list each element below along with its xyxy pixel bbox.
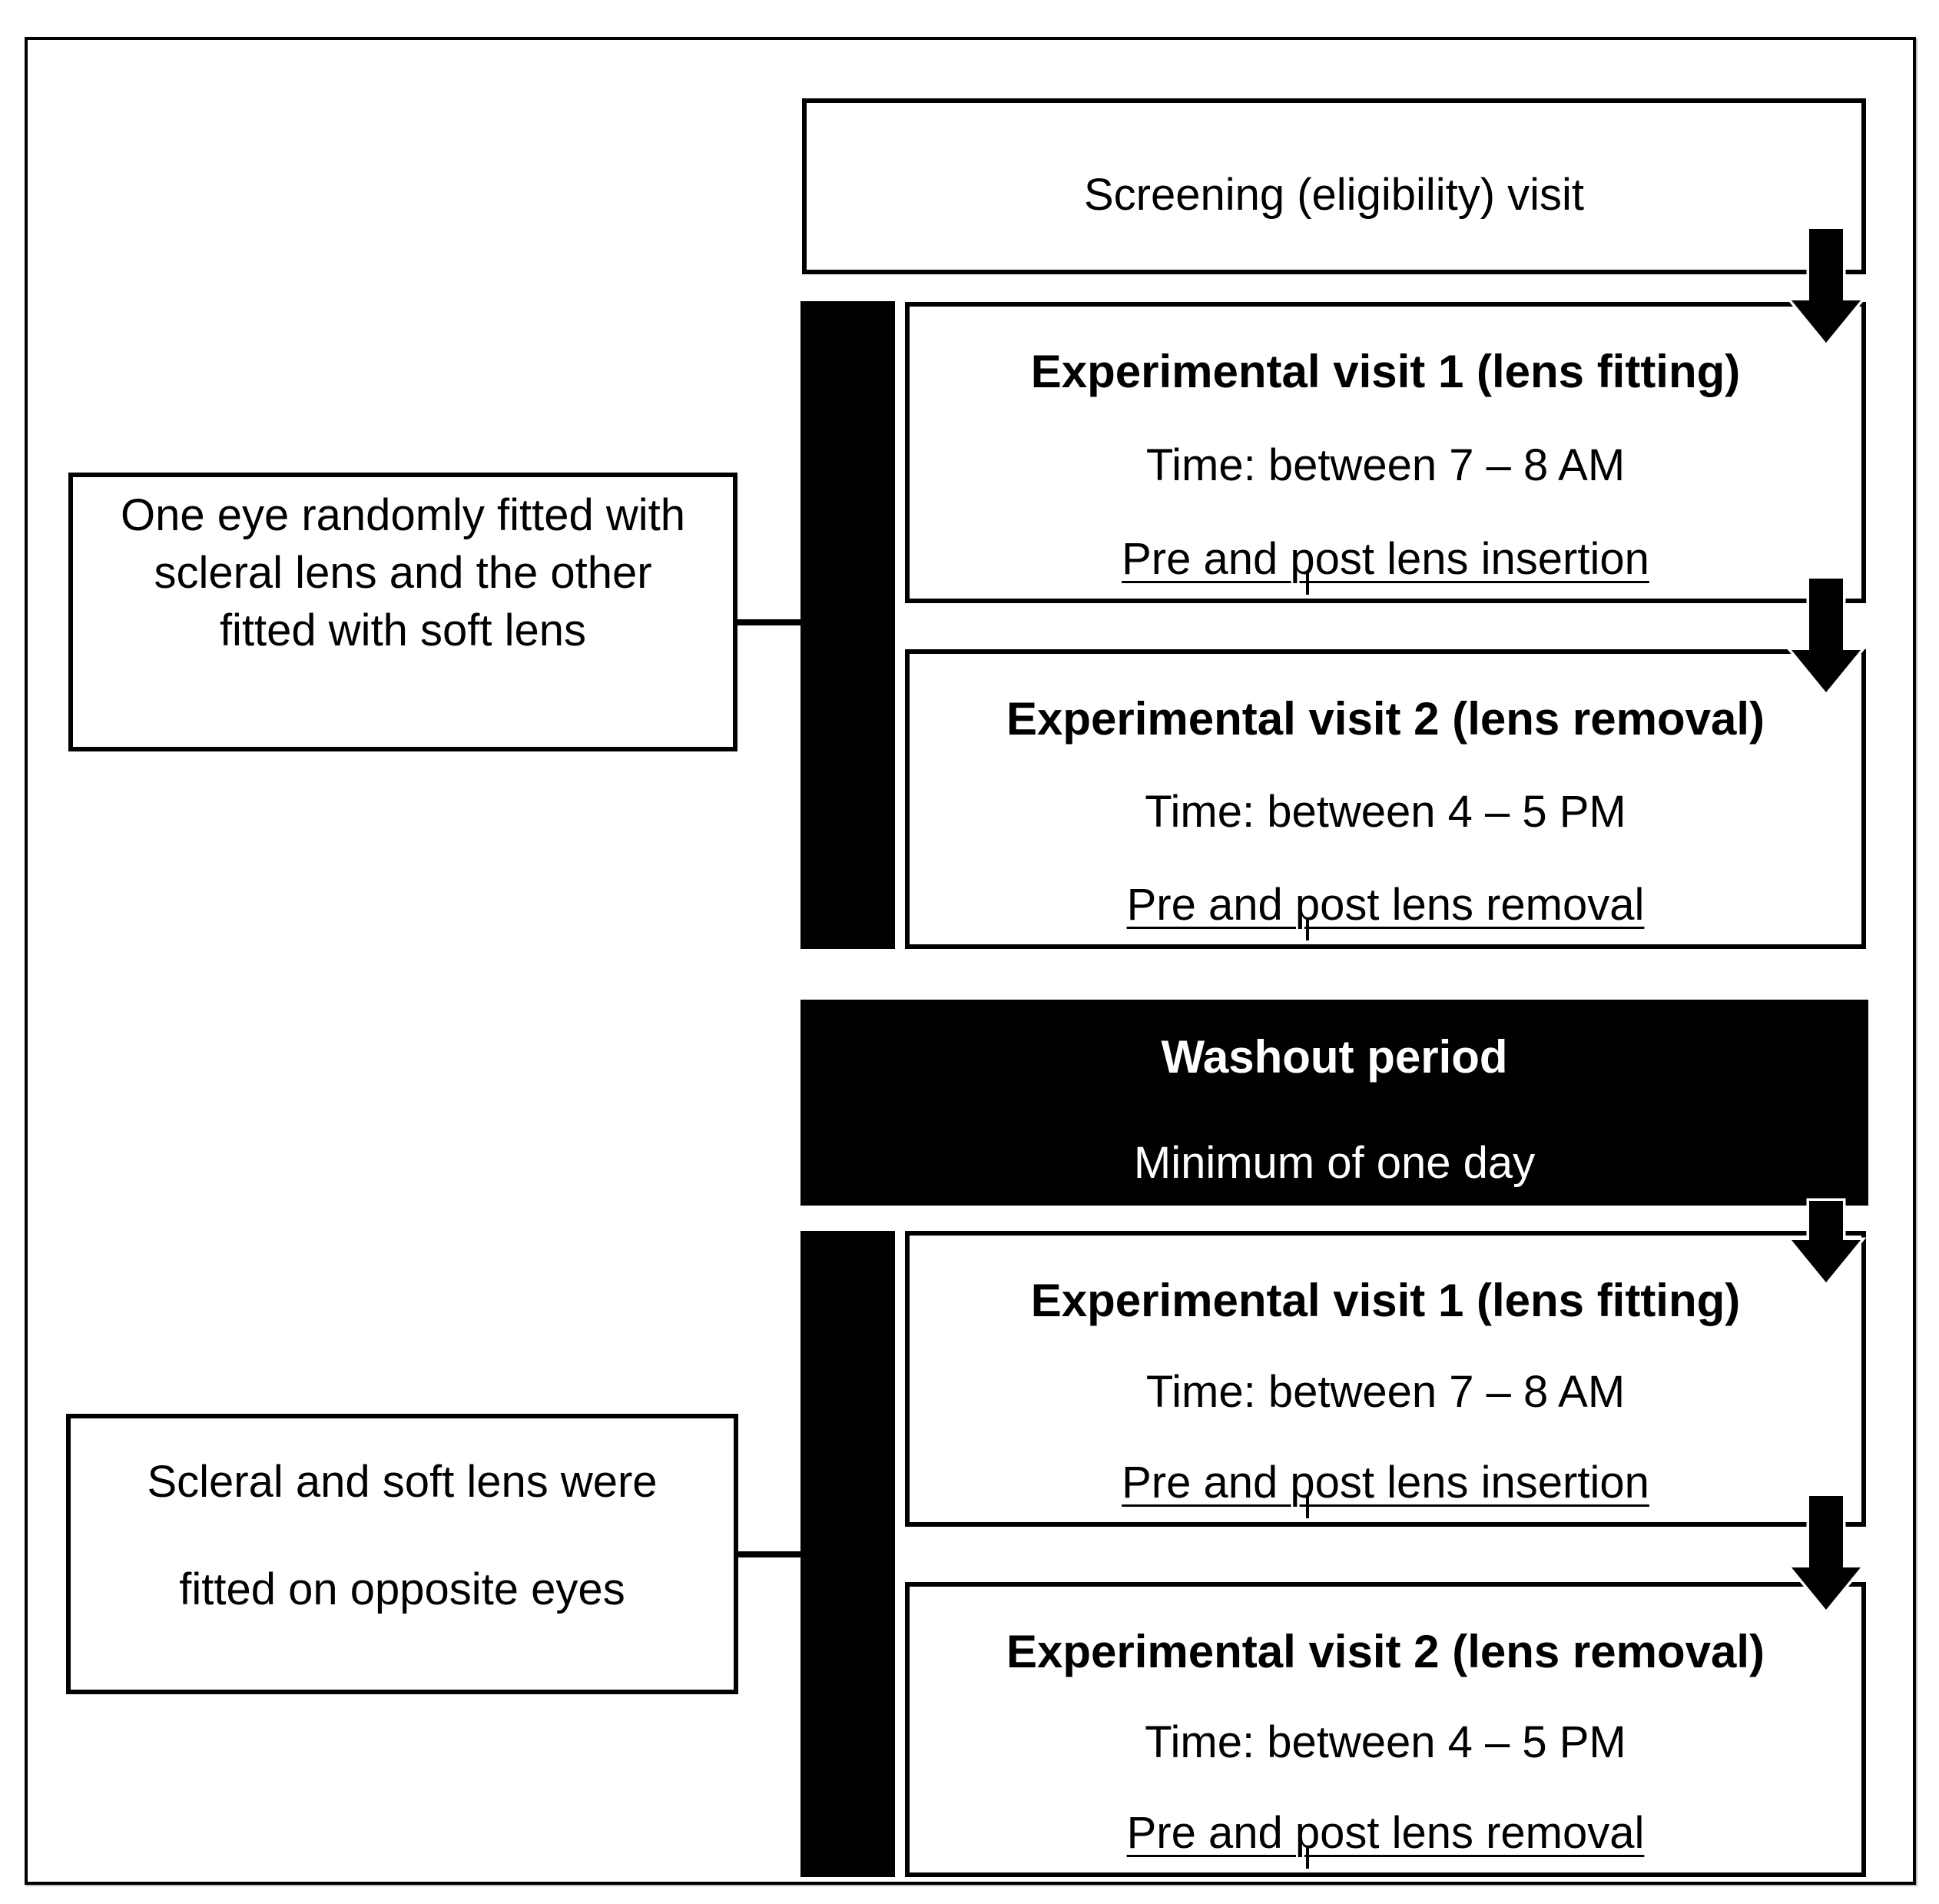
phase1-visit2-detail: Pre and post lens removal (1126, 880, 1645, 930)
phase2-visit1-box: Experimental visit 1 (lens fitting) Time… (905, 1231, 1866, 1527)
side-note-blank-line (71, 1509, 734, 1563)
phase2-visit2-title: Experimental visit 2 (lens removal) (1006, 1626, 1765, 1677)
phase1-visit2-time: Time: between 4 – 5 PM (1145, 787, 1626, 837)
phase2-side-note-box: Scleral and soft lens were fitted on opp… (66, 1414, 738, 1694)
caret-mark (1306, 572, 1309, 595)
phase1-visit2-box: Experimental visit 2 (lens removal) Time… (905, 649, 1866, 949)
phase2-visit1-detail: Pre and post lens insertion (1122, 1458, 1649, 1508)
phase1-visit1-box: Experimental visit 1 (lens fitting) Time… (905, 302, 1866, 603)
washout-title: Washout period (1161, 1031, 1508, 1083)
phase1-visit2-title: Experimental visit 2 (lens removal) (1006, 693, 1765, 745)
arrow-down-icon (1785, 576, 1867, 697)
phase1-visit1-title: Experimental visit 1 (lens fitting) (1030, 346, 1741, 397)
phase2-side-note-line: Scleral and soft lens were (147, 1457, 658, 1507)
phase2-visit1-time: Time: between 7 – 8 AM (1145, 1366, 1626, 1417)
screening-visit-box: Screening (eligibility) visit (802, 98, 1866, 274)
phase1-side-note-line: fitted with soft lens (219, 605, 587, 655)
washout-period-banner: Washout period Minimum of one day (800, 1000, 1868, 1206)
phase1-side-note-line: One eye randomly fitted with (120, 490, 686, 540)
phase1-grouping-bar (800, 301, 895, 949)
phase2-side-note-line: fitted on opposite eyes (179, 1564, 625, 1614)
phase2-connector-line (734, 1551, 804, 1557)
phase2-grouping-bar (800, 1231, 895, 1877)
phase1-visit1-detail: Pre and post lens insertion (1122, 534, 1649, 584)
arrow-down-icon (1785, 1493, 1867, 1614)
phase2-visit1-title: Experimental visit 1 (lens fitting) (1030, 1275, 1741, 1326)
phase2-visit2-box: Experimental visit 2 (lens removal) Time… (905, 1582, 1866, 1877)
caret-mark (1306, 1495, 1309, 1518)
phase1-side-note-line: scleral lens and the other (154, 548, 652, 598)
arrow-down-icon (1785, 226, 1867, 347)
caret-mark (1306, 917, 1309, 940)
caret-mark (1306, 1846, 1309, 1869)
phase2-visit2-time: Time: between 4 – 5 PM (1145, 1717, 1626, 1767)
screening-visit-label: Screening (eligibility) visit (1083, 170, 1585, 220)
figure-border (25, 37, 1916, 1885)
phase1-visit1-time: Time: between 7 – 8 AM (1145, 440, 1626, 490)
phase1-connector-line (733, 619, 804, 625)
phase2-visit2-detail: Pre and post lens removal (1126, 1808, 1645, 1858)
arrow-down-icon (1785, 1198, 1867, 1287)
washout-subtitle: Minimum of one day (1133, 1138, 1536, 1188)
phase1-side-note-box: One eye randomly fitted with scleral len… (68, 473, 737, 751)
